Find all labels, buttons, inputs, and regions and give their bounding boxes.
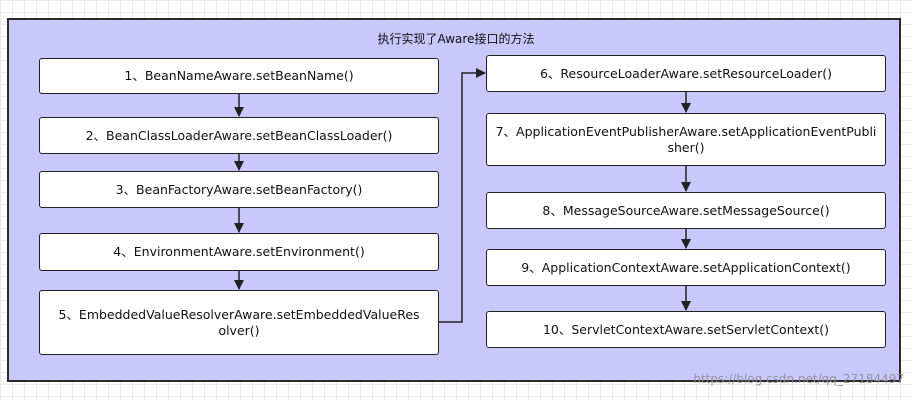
step-6-resource-loader-aware: 6、ResourceLoaderAware.setResourceLoader(… xyxy=(486,55,886,92)
step-9-application-context-aware: 9、ApplicationContextAware.setApplication… xyxy=(486,249,886,286)
step-8-message-source-aware: 8、MessageSourceAware.setMessageSource() xyxy=(486,192,886,229)
watermark: https://blog.csdn.net/qq_27184497 xyxy=(693,372,904,386)
step-1-bean-name-aware: 1、BeanNameAware.setBeanName() xyxy=(39,58,439,94)
arrow-5-to-6 xyxy=(439,68,486,323)
step-7-application-event-publisher-aware: 7、ApplicationEventPublisherAware.setAppl… xyxy=(486,113,886,166)
step-4-environment-aware: 4、EnvironmentAware.setEnvironment() xyxy=(39,233,439,271)
step-10-servlet-context-aware: 10、ServletContextAware.setServletContext… xyxy=(486,311,886,348)
diagram-title: 执行实现了Aware接口的方法 xyxy=(377,32,535,46)
step-3-bean-factory-aware: 3、BeanFactoryAware.setBeanFactory() xyxy=(39,171,439,208)
step-5-embedded-value-resolver-aware: 5、EmbeddedValueResolverAware.setEmbedded… xyxy=(39,290,439,355)
step-2-bean-class-loader-aware: 2、BeanClassLoaderAware.setBeanClassLoade… xyxy=(39,117,439,154)
